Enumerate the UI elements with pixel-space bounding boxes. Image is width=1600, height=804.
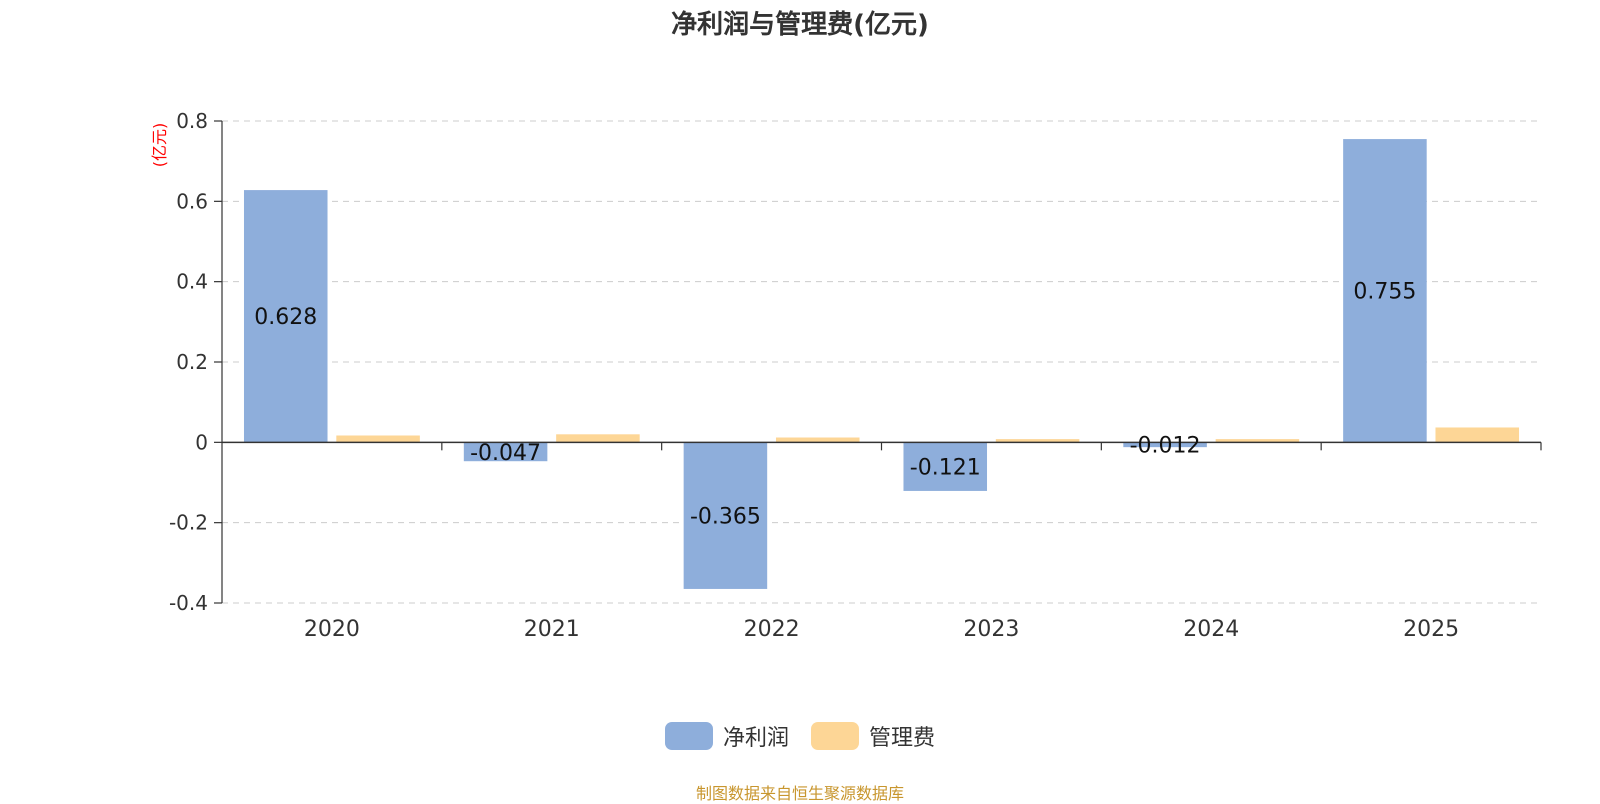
data-label: -0.047 [470, 441, 541, 466]
y-tick-label: -0.2 [169, 511, 208, 535]
chart-title: 净利润与管理费(亿元) [671, 10, 929, 40]
bar-admin-expense[interactable] [775, 437, 860, 443]
legend-label-admin-expense: 管理费 [869, 726, 936, 751]
bar-admin-expense[interactable] [336, 435, 420, 443]
bar-admin-expense[interactable] [556, 434, 640, 443]
data-label: 0.628 [254, 305, 317, 330]
legend-item-net-profit[interactable]: 净利润 [664, 720, 789, 752]
y-tick-label: 0 [195, 430, 208, 454]
bar-admin-expense[interactable] [1435, 427, 1520, 443]
x-tick-label: 2021 [524, 617, 580, 642]
y-tick-label: 0.2 [176, 350, 208, 374]
y-tick-label: -0.4 [169, 591, 208, 615]
chart-legend: 净利润 管理费 [0, 720, 1600, 752]
bar-admin-expense[interactable] [995, 439, 1080, 443]
data-label: -0.365 [690, 505, 761, 530]
bar-admin-expense[interactable] [1215, 439, 1300, 443]
data-label: -0.121 [910, 456, 981, 481]
x-tick-label: 2025 [1403, 617, 1459, 642]
legend-swatch-net-profit [664, 722, 713, 750]
y-tick-label: 0.8 [176, 109, 208, 133]
bar-net-profit[interactable] [243, 190, 328, 443]
x-tick-label: 2023 [963, 617, 1019, 642]
source-note: 制图数据来自恒生聚源数据库 [695, 784, 904, 803]
x-tick-label: 2022 [744, 617, 800, 642]
y-tick-label: 0.4 [176, 270, 208, 294]
data-label: 0.755 [1353, 280, 1416, 305]
y-tick-label: 0.6 [176, 189, 208, 213]
bars [243, 139, 1520, 589]
bar-net-profit[interactable] [903, 442, 988, 491]
data-labels: 0.628 -0.047 -0.365 -0.121 -0.012 0.755 [254, 280, 1416, 530]
axes: -0.4 -0.2 0 0.2 0.4 0.6 0.8 2020 2021 2022 2023 202… [169, 109, 1542, 642]
legend-swatch-admin-expense [811, 722, 859, 750]
legend-item-admin-expense[interactable]: 管理费 [811, 720, 935, 752]
bar-net-profit[interactable] [463, 442, 548, 462]
x-tick-label: 2024 [1183, 617, 1239, 642]
bar-net-profit[interactable] [1123, 442, 1207, 448]
y-axis-unit-label: (亿元) [150, 123, 169, 168]
legend-label-net-profit: 净利润 [722, 726, 789, 751]
bar-net-profit[interactable] [1343, 139, 1427, 443]
x-tick-label: 2020 [304, 617, 360, 642]
bar-net-profit[interactable] [683, 442, 768, 589]
data-label: -0.012 [1130, 434, 1201, 459]
